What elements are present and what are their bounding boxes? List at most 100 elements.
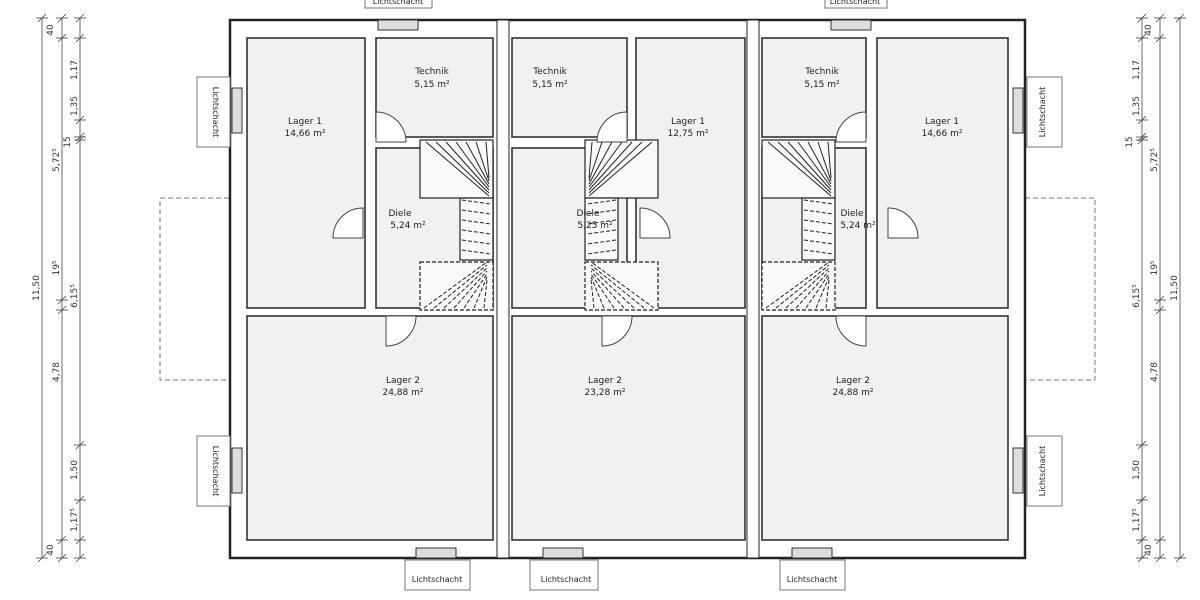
dimension-tick xyxy=(57,553,67,563)
stair-step xyxy=(483,279,488,309)
dimension-tick xyxy=(57,305,67,315)
stair-step xyxy=(803,229,834,235)
room-area: 5,24 m² xyxy=(840,221,876,231)
terrace-outline-left xyxy=(159,197,231,381)
lichtschacht-box xyxy=(529,559,599,591)
room-area: 24,88 m² xyxy=(832,388,873,398)
dimension-tick xyxy=(75,495,85,505)
lichtschacht-label: Lichtschacht xyxy=(211,446,220,496)
room-area: 14,66 m² xyxy=(921,129,962,139)
stair-lower xyxy=(584,261,659,311)
dimension-chain-right: 11,50405,72⁵19⁵4,78401,171,35156,15⁵1,50… xyxy=(1125,13,1186,563)
stair-step xyxy=(588,141,653,197)
terrace-outline-right xyxy=(1024,197,1096,381)
dimension-tick xyxy=(75,553,85,563)
stair-step xyxy=(461,229,492,235)
dimension-label: 15 xyxy=(63,136,73,147)
stair-step xyxy=(817,141,832,182)
lichtschacht: Lichtschacht xyxy=(779,547,846,591)
dimension-label: 6,15⁵ xyxy=(1132,284,1142,308)
dimension-tick xyxy=(1137,135,1147,145)
dimension-tick xyxy=(1137,440,1147,450)
dimension-label: 40 xyxy=(46,544,56,556)
dimension-label: 40 xyxy=(1144,24,1154,36)
lichtschacht: Lichtschacht xyxy=(1012,435,1063,507)
lichtschacht-label: Lichtschacht xyxy=(541,575,591,584)
dimension-label: 1,50 xyxy=(70,460,80,480)
room-name: Lager 2 xyxy=(386,376,420,386)
dimension-tick xyxy=(1155,535,1165,545)
window xyxy=(1012,87,1024,134)
stair-upper xyxy=(419,139,494,199)
stair-step xyxy=(485,141,490,179)
stair-step xyxy=(765,261,830,309)
dimension-tick xyxy=(1137,115,1147,125)
stair-step xyxy=(475,141,490,182)
room-lager-2 xyxy=(761,315,1009,541)
lichtschacht-box xyxy=(1026,76,1063,148)
dimension-label: 40 xyxy=(1144,544,1154,556)
stair-step xyxy=(588,141,613,185)
dimension-label: 19⁵ xyxy=(1150,260,1160,275)
room-name: Diele xyxy=(388,209,411,219)
window xyxy=(1012,447,1024,494)
room-name: Diele xyxy=(840,209,863,219)
window xyxy=(830,19,872,31)
dimension-chain-left: 11,50405,72⁵19⁵4,78401,171,35156,15⁵1,50… xyxy=(32,13,86,563)
lichtschacht: Lichtschacht xyxy=(1012,76,1063,148)
room-area: 5,15 m² xyxy=(532,80,568,90)
stair-step xyxy=(423,261,488,309)
stair-step xyxy=(586,199,617,205)
door-swing xyxy=(639,207,671,239)
door-swing xyxy=(835,315,867,347)
dimension-tick xyxy=(1155,305,1165,315)
staircase xyxy=(761,139,836,311)
dimension-label: 1,17⁵ xyxy=(1132,508,1142,532)
room-labels: Lager 1 14,66 m² Technik 5,15 m² Diele 5… xyxy=(284,67,962,398)
lichtschacht-label: Lichtschacht xyxy=(373,0,423,6)
room-name: Diele xyxy=(576,209,599,219)
room-name: Technik xyxy=(414,67,449,77)
room-name: Lager 2 xyxy=(836,376,870,386)
door-swing xyxy=(887,207,919,239)
stair-step xyxy=(588,141,633,191)
stair-step xyxy=(797,141,832,188)
room-area: 24,88 m² xyxy=(382,388,423,398)
dimension-label: 1,50 xyxy=(1132,460,1142,480)
stair-step xyxy=(461,199,492,205)
dimension-tick xyxy=(1175,13,1185,23)
window xyxy=(542,547,584,559)
stair-step xyxy=(453,270,488,309)
room-area: 5,24 m² xyxy=(390,221,426,231)
stair-step xyxy=(590,273,615,309)
dimension-label: 6,15⁵ xyxy=(70,284,80,308)
dimension-label: 1,35 xyxy=(1132,96,1142,116)
room-name: Lager 2 xyxy=(588,376,622,386)
dimension-tick xyxy=(1137,33,1147,43)
dimension-tick xyxy=(75,115,85,125)
lichtschacht-label: Lichtschacht xyxy=(211,87,220,137)
stair-step xyxy=(803,219,834,225)
dimension-label: 4,78 xyxy=(52,362,62,382)
room-area: 5,15 m² xyxy=(414,80,450,90)
lichtschacht: Lichtschacht xyxy=(529,547,599,591)
window xyxy=(231,447,243,494)
stair-step xyxy=(461,219,492,225)
lichtschacht-box xyxy=(1026,435,1063,507)
lichtschacht: Lichtschacht xyxy=(196,435,243,507)
dimension-label: 5,72⁵ xyxy=(1150,148,1160,172)
dimension-label: 11,50 xyxy=(32,275,42,301)
stair-middle xyxy=(801,197,836,261)
room-area: 12,75 m² xyxy=(667,129,708,139)
dimension-tick xyxy=(1155,33,1165,43)
party-wall-2 xyxy=(746,19,760,559)
stair-step xyxy=(803,199,834,205)
stair-step xyxy=(445,141,490,191)
dimension-tick xyxy=(1155,553,1165,563)
dimension-tick xyxy=(37,13,47,23)
door-swing xyxy=(385,315,417,347)
dimension-tick xyxy=(75,13,85,23)
dimension-tick xyxy=(57,295,67,305)
stair-step xyxy=(435,141,490,194)
